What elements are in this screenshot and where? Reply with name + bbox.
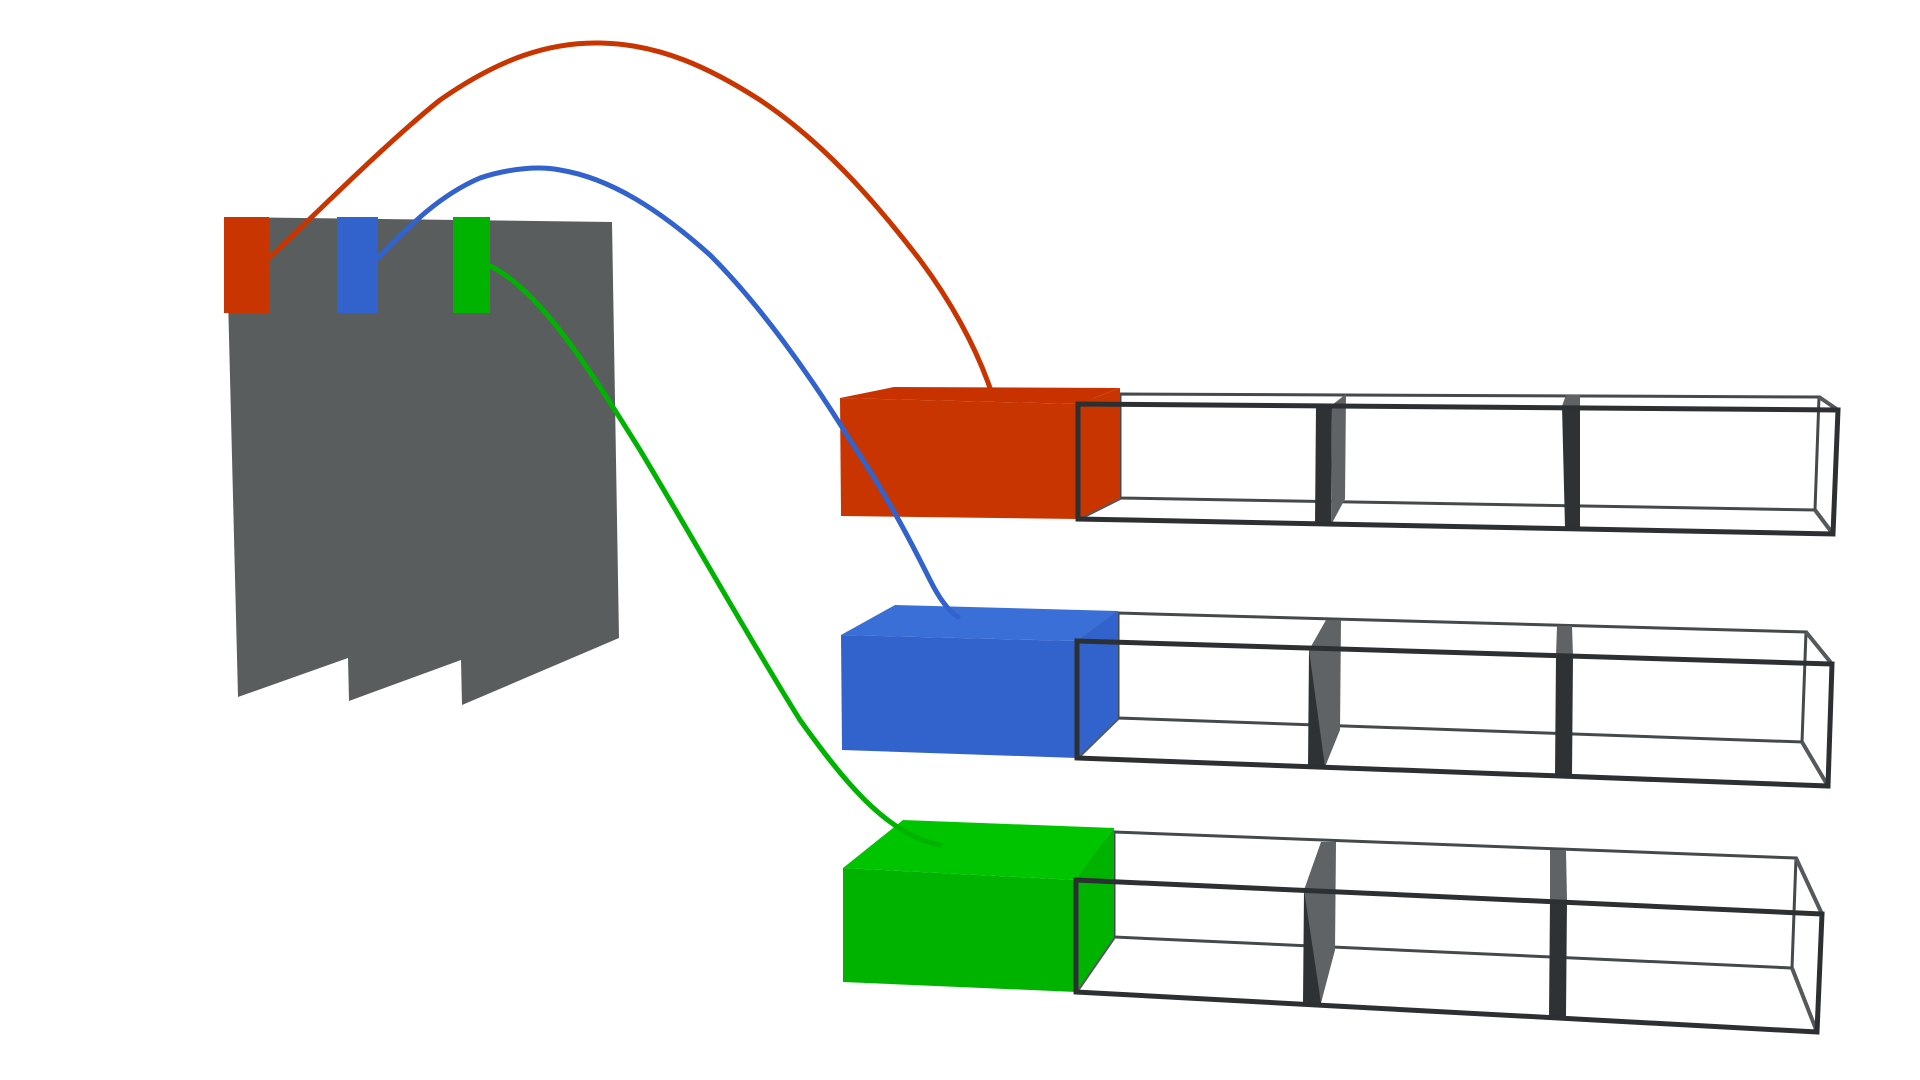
- row-green-filled-front: [843, 868, 1076, 992]
- row-red-divider-side: [1331, 394, 1346, 525]
- row-blue-back-frame: [1116, 611, 1808, 744]
- source-panel: [224, 217, 619, 705]
- row-blue-filled-front: [841, 635, 1077, 758]
- row-red-link-edges: [1077, 392, 1840, 536]
- row-green-divider-side: [1304, 842, 1336, 1003]
- row-blue-divider-side: [1309, 620, 1341, 767]
- curve-green: [487, 263, 943, 848]
- memory-row-red: [840, 387, 1841, 537]
- source-panel-shape: [226, 217, 619, 705]
- row-green-divider-side: [1550, 850, 1567, 900]
- row-blue-filled-top: [841, 605, 1118, 641]
- row-red-filled-side: [1078, 388, 1120, 519]
- memory-row-blue: [841, 605, 1835, 789]
- row-green-filled-side: [1076, 828, 1114, 992]
- row-red-divider: [1562, 406, 1580, 528]
- row-red-filled-front: [840, 398, 1078, 519]
- row-green-link-edges: [1074, 830, 1824, 1033]
- row-red-front-frame: [1075, 401, 1841, 537]
- row-blue-front-frame: [1074, 638, 1835, 789]
- source-tab-blue: [337, 217, 378, 313]
- row-red-divider: [1315, 405, 1332, 525]
- source-tab-green: [453, 217, 490, 313]
- row-blue-divider: [1555, 656, 1573, 776]
- row-red-divider-side: [1562, 395, 1580, 406]
- memory-row-green: [843, 820, 1825, 1035]
- row-blue-filled-side: [1077, 611, 1118, 758]
- row-blue-divider-side: [1556, 626, 1573, 656]
- row-red-filled-top: [840, 387, 1120, 404]
- curve-red: [266, 40, 993, 391]
- row-green-back-frame: [1112, 830, 1798, 970]
- row-green-divider: [1549, 900, 1567, 1016]
- row-green-front-frame: [1073, 877, 1825, 1035]
- curve-blue: [375, 165, 961, 620]
- source-tab-red: [224, 217, 269, 313]
